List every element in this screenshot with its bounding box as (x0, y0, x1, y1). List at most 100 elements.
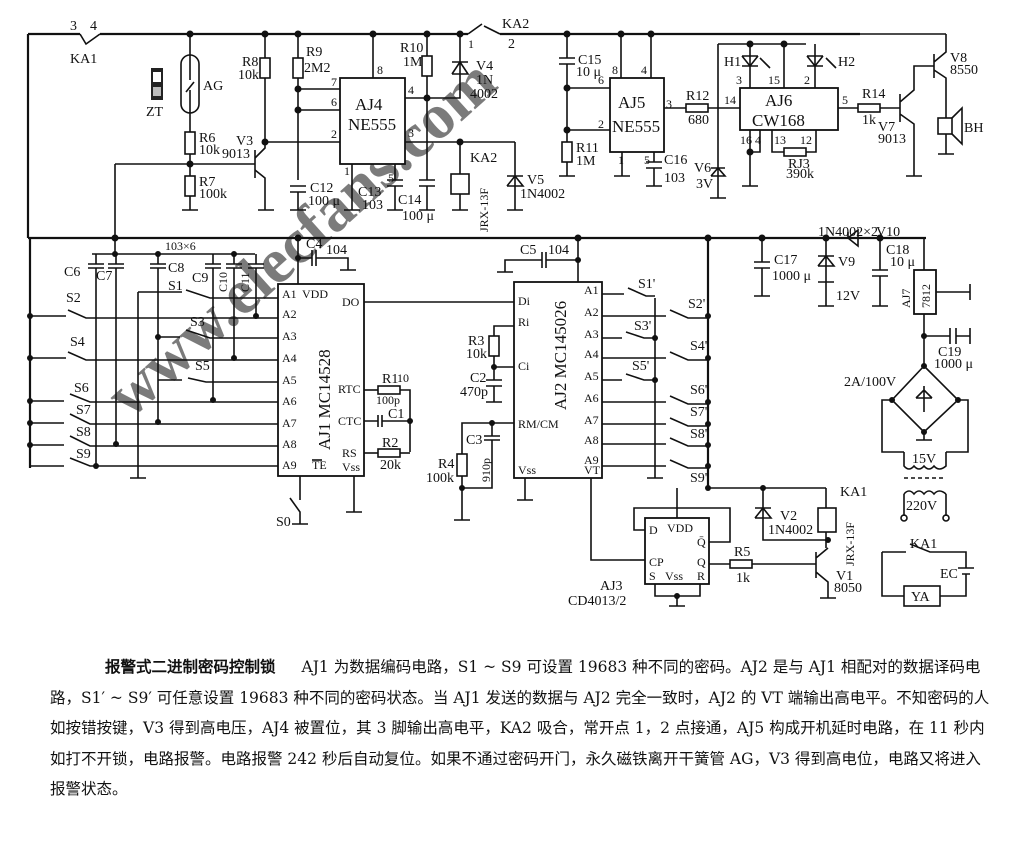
top-rail (26, 32, 860, 238)
component-label: RTC (338, 382, 361, 396)
resistor-rj3: RJ3 390k (771, 130, 817, 182)
ic-aj5-ne555: AJ5 NE555 8 4 6 2 3 1 5 (598, 30, 672, 177)
component-label: S3' (634, 319, 651, 334)
component-label: R5 (734, 545, 750, 560)
component-label: 3 (736, 73, 742, 87)
resistor-r7: R7 100k (182, 164, 227, 211)
zener-v9: V9 12V (817, 238, 860, 307)
circuit-schematic: www.elecfans.com 3 4 KA1 KA2 1 2 AG ZT R… (26, 17, 983, 609)
component-label: DO (342, 295, 360, 309)
component-label: 1 (344, 164, 350, 178)
capacitor-c16: C16 103 (646, 152, 687, 187)
component-label: 2 (598, 117, 604, 131)
component-label: 5 (644, 153, 650, 167)
component-label: R14 (862, 87, 885, 102)
component-label: V4 (476, 59, 493, 74)
component-label: 100 μ (402, 209, 434, 224)
diode-v2: V2 1N4002 (754, 485, 828, 541)
component-label: 220V (906, 499, 937, 514)
component-label: A8 (584, 433, 599, 447)
component-label: S6' (690, 383, 707, 398)
component-label: AG (203, 79, 223, 94)
component-label: C4 (306, 237, 322, 252)
component-label: 16 (740, 133, 752, 147)
component-label: AJ2 MC145026 (551, 301, 570, 410)
resistor-r11: R11 1M (559, 84, 610, 177)
component-label: 1k (736, 571, 750, 586)
component-label: Vss (518, 463, 536, 477)
component-label: V6 (694, 161, 711, 176)
component-label: A8 (282, 437, 297, 451)
component-label: 1N4002 (520, 187, 565, 202)
component-label: S8' (690, 427, 707, 442)
component-label: 100 μ (308, 194, 340, 209)
component-label: C9 (192, 271, 208, 286)
component-label: 9013 (222, 147, 250, 162)
component-label: V1 (836, 569, 853, 584)
component-label: Ri (518, 315, 530, 329)
component-label: C8 (168, 261, 184, 276)
component-label: S5' (632, 359, 649, 374)
component-label: 1 (468, 37, 474, 51)
component-label: 1N4002 (768, 523, 813, 538)
component-label: RS (342, 446, 357, 460)
component-label: 390k (786, 167, 814, 182)
component-label: 10 μ (576, 65, 601, 80)
component-label: KA1 (910, 537, 937, 552)
component-label: A1 (282, 287, 297, 301)
component-label: 1000 μ (934, 357, 973, 372)
component-label: R4 (438, 457, 454, 472)
component-label: 100p (376, 393, 400, 407)
component-label: 9013 (878, 132, 906, 147)
magnet-zt: ZT (146, 68, 164, 120)
resistor-r8: R8 10k (238, 30, 340, 146)
component-label: VDD (667, 521, 693, 535)
component-label: 103 (362, 198, 383, 213)
component-label: NE555 (612, 117, 660, 136)
component-label: A2 (584, 305, 599, 319)
component-label: 4 (641, 63, 647, 77)
resistor-r12: R12 680 (664, 89, 740, 128)
component-label: A7 (584, 413, 599, 427)
component-label: A6 (584, 391, 599, 405)
component-label: C3 (466, 433, 482, 448)
relay-ka2: KA2 JRX-13F (450, 138, 497, 232)
component-label: RM/CM (518, 417, 559, 431)
component-label: R6 (199, 131, 215, 146)
capacitor-c12: C12 100 μ (290, 181, 340, 211)
resistor-r6: R6 10k (184, 113, 220, 164)
ic-aj3-cd4013: D VDD Q̄ CP Q S Vss R AJ3 CD4013/2 (568, 488, 731, 609)
component-label: 4 (90, 19, 97, 34)
component-label: 104 (326, 243, 347, 258)
component-label: NE555 (348, 115, 396, 134)
component-label: AJ4 (355, 95, 383, 114)
timing-capacitors: C6 C7 103×6 C8 C9 C10 C11 (64, 238, 264, 479)
component-label: 1M (576, 154, 596, 169)
component-label: R9 (306, 45, 322, 60)
component-label: S4 (70, 335, 85, 350)
component-label: 103×6 (165, 239, 196, 253)
component-label: S (649, 569, 656, 583)
transistor-v8: V8 8550 (860, 33, 978, 118)
component-label: 3V (696, 177, 713, 192)
ic-aj6-cw168: AJ6 CW168 3 15 2 14 5 16 4 13 12 (718, 40, 848, 187)
capacitor-c4: C4 104 (295, 237, 356, 271)
lock-solenoid-circuit: KA1 EC YA (881, 537, 974, 607)
transistor-v3: V3 9013 (222, 134, 274, 211)
component-label: 1M (403, 55, 423, 70)
component-label: 5 (842, 93, 848, 107)
aj2-address-switches: S1' S2' S3' S4' S5' S6' S7' S8' S9' (602, 238, 826, 491)
component-label: 2M2 (304, 61, 330, 76)
component-label: 13 (774, 133, 786, 147)
component-label: AJ5 (618, 93, 645, 112)
power-supply: 1N4002×2 V10 (818, 225, 925, 270)
component-label: C14 (398, 193, 421, 208)
component-label: 7812 (919, 284, 933, 308)
component-label: R2 (382, 436, 398, 451)
component-label: R1 (382, 372, 398, 387)
component-label: CP (649, 555, 664, 569)
component-label: 4002 (470, 87, 498, 102)
component-label: Di (518, 294, 531, 308)
component-label: 5 (388, 171, 394, 185)
led-h1: H1 (724, 55, 771, 70)
